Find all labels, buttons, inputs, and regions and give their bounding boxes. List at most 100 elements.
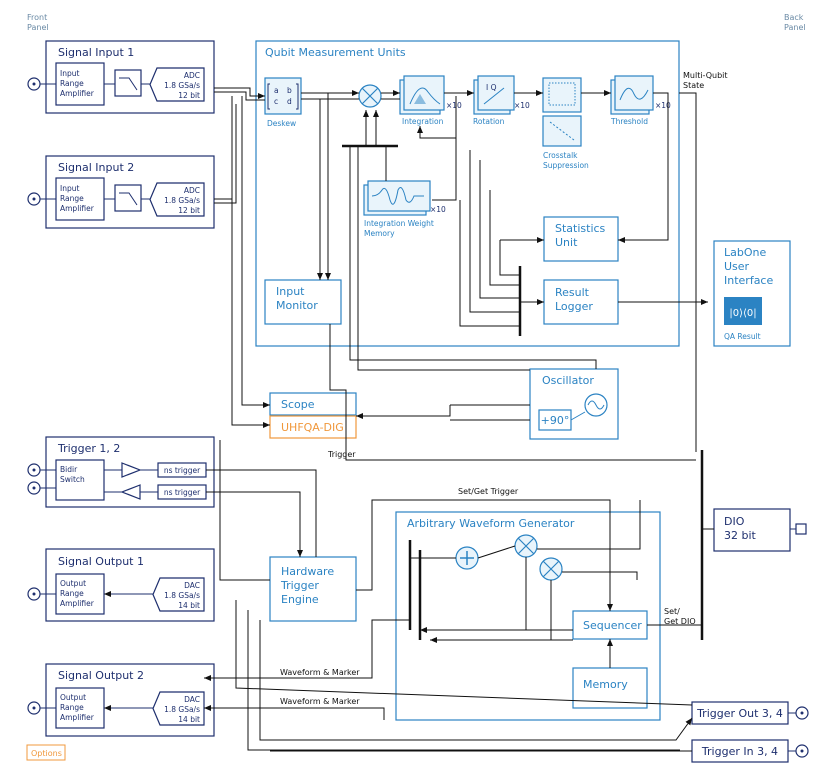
matrix-cell: c xyxy=(274,97,278,106)
adc-label: ADC xyxy=(184,186,200,195)
dac-label: 1.8 GSa/s xyxy=(164,705,200,714)
dio-label: DIO xyxy=(724,515,745,528)
amp-label: Range xyxy=(60,703,84,712)
back-panel-label-2: Panel xyxy=(784,23,806,32)
front-panel-label: Front xyxy=(27,13,47,22)
integration-label: Integration xyxy=(402,117,444,126)
waveform-marker-label: Waveform & Marker xyxy=(280,697,360,706)
amp-label: Amplifier xyxy=(60,713,95,722)
ns-trigger-label: ns trigger xyxy=(164,466,201,475)
ket-label: |0⟩⟨0| xyxy=(729,308,756,319)
threshold-block: ×10 Threshold xyxy=(610,75,671,126)
awg-container xyxy=(395,511,661,721)
dac-label: DAC xyxy=(184,695,200,704)
deskew-label: Deskew xyxy=(267,119,296,128)
dac-label: 1.8 GSa/s xyxy=(164,591,200,600)
x10-label: ×10 xyxy=(430,205,446,214)
amp-label: Amplifier xyxy=(60,89,95,98)
amp-label: Range xyxy=(60,194,84,203)
hte-label: Engine xyxy=(281,593,319,606)
hte-label: Hardware xyxy=(281,565,334,578)
dig-label: UHFQA-DIG xyxy=(281,421,344,434)
trigger-1-2: Trigger 1, 2 Bidir Switch ns trigger ns … xyxy=(45,436,215,508)
result-logger-label: Logger xyxy=(555,300,593,313)
labone-title: Interface xyxy=(724,274,773,287)
rotation-label: Rotation xyxy=(473,117,505,126)
signal-output-1-title: Signal Output 1 xyxy=(58,555,144,568)
iwm-label: Integration Weight xyxy=(364,219,434,228)
signal-input-2-title: Signal Input 2 xyxy=(58,161,134,174)
adc-label: 12 bit xyxy=(178,91,200,100)
amp-label: Input xyxy=(60,184,79,193)
signal-output-2: Signal Output 2 Output Range Amplifier D… xyxy=(45,663,215,737)
oscillator-title: Oscillator xyxy=(542,374,594,387)
x10-label: ×10 xyxy=(655,101,671,110)
sequencer-label: Sequencer xyxy=(583,619,642,632)
setget-trigger-label: Set/Get Trigger xyxy=(458,487,519,496)
switch-label: Switch xyxy=(60,475,85,484)
dac-label: 14 bit xyxy=(178,601,200,610)
integration-weight-memory: ×10 Integration Weight Memory xyxy=(363,180,446,238)
amp-label: Amplifier xyxy=(60,599,95,608)
ns-trigger-label: ns trigger xyxy=(164,488,201,497)
rotation-iq-glyph: I Q xyxy=(486,83,497,92)
dac-label: 14 bit xyxy=(178,715,200,724)
qa-result-label: QA Result xyxy=(724,332,761,341)
trigger-in-label: Trigger In 3, 4 xyxy=(701,745,778,758)
adc-shape xyxy=(149,67,205,102)
hte-label: Trigger xyxy=(280,579,319,592)
hardware-trigger-engine xyxy=(269,556,357,622)
statistics-label: Unit xyxy=(555,236,578,249)
adc-label: ADC xyxy=(184,71,200,80)
dio-label: 32 bit xyxy=(724,529,757,542)
uhfqa-dig-block xyxy=(269,415,357,439)
options-legend xyxy=(26,744,66,761)
labone-title: User xyxy=(724,260,750,273)
phase-label: +90° xyxy=(541,414,570,427)
awg-title: Arbitrary Waveform Generator xyxy=(407,517,575,530)
dac-label: DAC xyxy=(184,581,200,590)
x10-label: ×10 xyxy=(514,101,530,110)
amp-label: Output xyxy=(60,579,86,588)
lowpass-filter-icon xyxy=(114,184,142,212)
signal-input-1-title: Signal Input 1 xyxy=(58,46,134,59)
amp-label: Range xyxy=(60,79,84,88)
result-logger-label: Result xyxy=(555,286,590,299)
signal-wiring xyxy=(204,87,714,752)
setget-dio-label: Get DIO xyxy=(664,617,696,626)
deskew-block: a b c d Deskew xyxy=(264,77,302,128)
multi-qubit-label: Multi-Qubit xyxy=(683,71,728,80)
scope-block xyxy=(269,392,357,416)
dio-connector[interactable] xyxy=(795,523,807,535)
trigger-out-label: Trigger Out 3, 4 xyxy=(696,707,783,720)
amp-label: Amplifier xyxy=(60,204,95,213)
rotation-block: I Q ×10 Rotation xyxy=(473,75,530,126)
oscillator-block xyxy=(529,368,619,440)
crosstalk-label: Crosstalk xyxy=(543,151,578,160)
dio-block xyxy=(713,508,791,552)
statistics-label: Statistics xyxy=(555,222,606,235)
threshold-label: Threshold xyxy=(610,117,648,126)
back-panel-label: Back xyxy=(784,13,804,22)
crosstalk-label: Suppression xyxy=(543,161,589,170)
input-monitor-label: Monitor xyxy=(276,299,318,312)
signal-input-1: Signal Input 1 Input Range Amplifier ADC… xyxy=(45,40,215,114)
labone-ui[interactable] xyxy=(713,240,791,347)
options-label: Options xyxy=(31,749,62,758)
multi-qubit-label: State xyxy=(683,81,704,90)
memory-label: Memory xyxy=(583,678,628,691)
amp-label: Range xyxy=(60,589,84,598)
iwm-label: Memory xyxy=(364,229,395,238)
input-monitor-label: Input xyxy=(276,285,305,298)
adc-label: 1.8 GSa/s xyxy=(164,196,200,205)
crosstalk-block: Crosstalk Suppression xyxy=(542,77,589,170)
trigger12-title: Trigger 1, 2 xyxy=(57,442,120,455)
scope-label: Scope xyxy=(281,398,315,411)
amp-label: Output xyxy=(60,693,86,702)
signal-input-2: Signal Input 2 Input Range Amplifier ADC… xyxy=(45,155,215,229)
adc-shape xyxy=(149,182,205,217)
amp-label: Input xyxy=(60,69,79,78)
signal-output-2-title: Signal Output 2 xyxy=(58,669,144,682)
lowpass-filter-icon xyxy=(114,69,142,97)
